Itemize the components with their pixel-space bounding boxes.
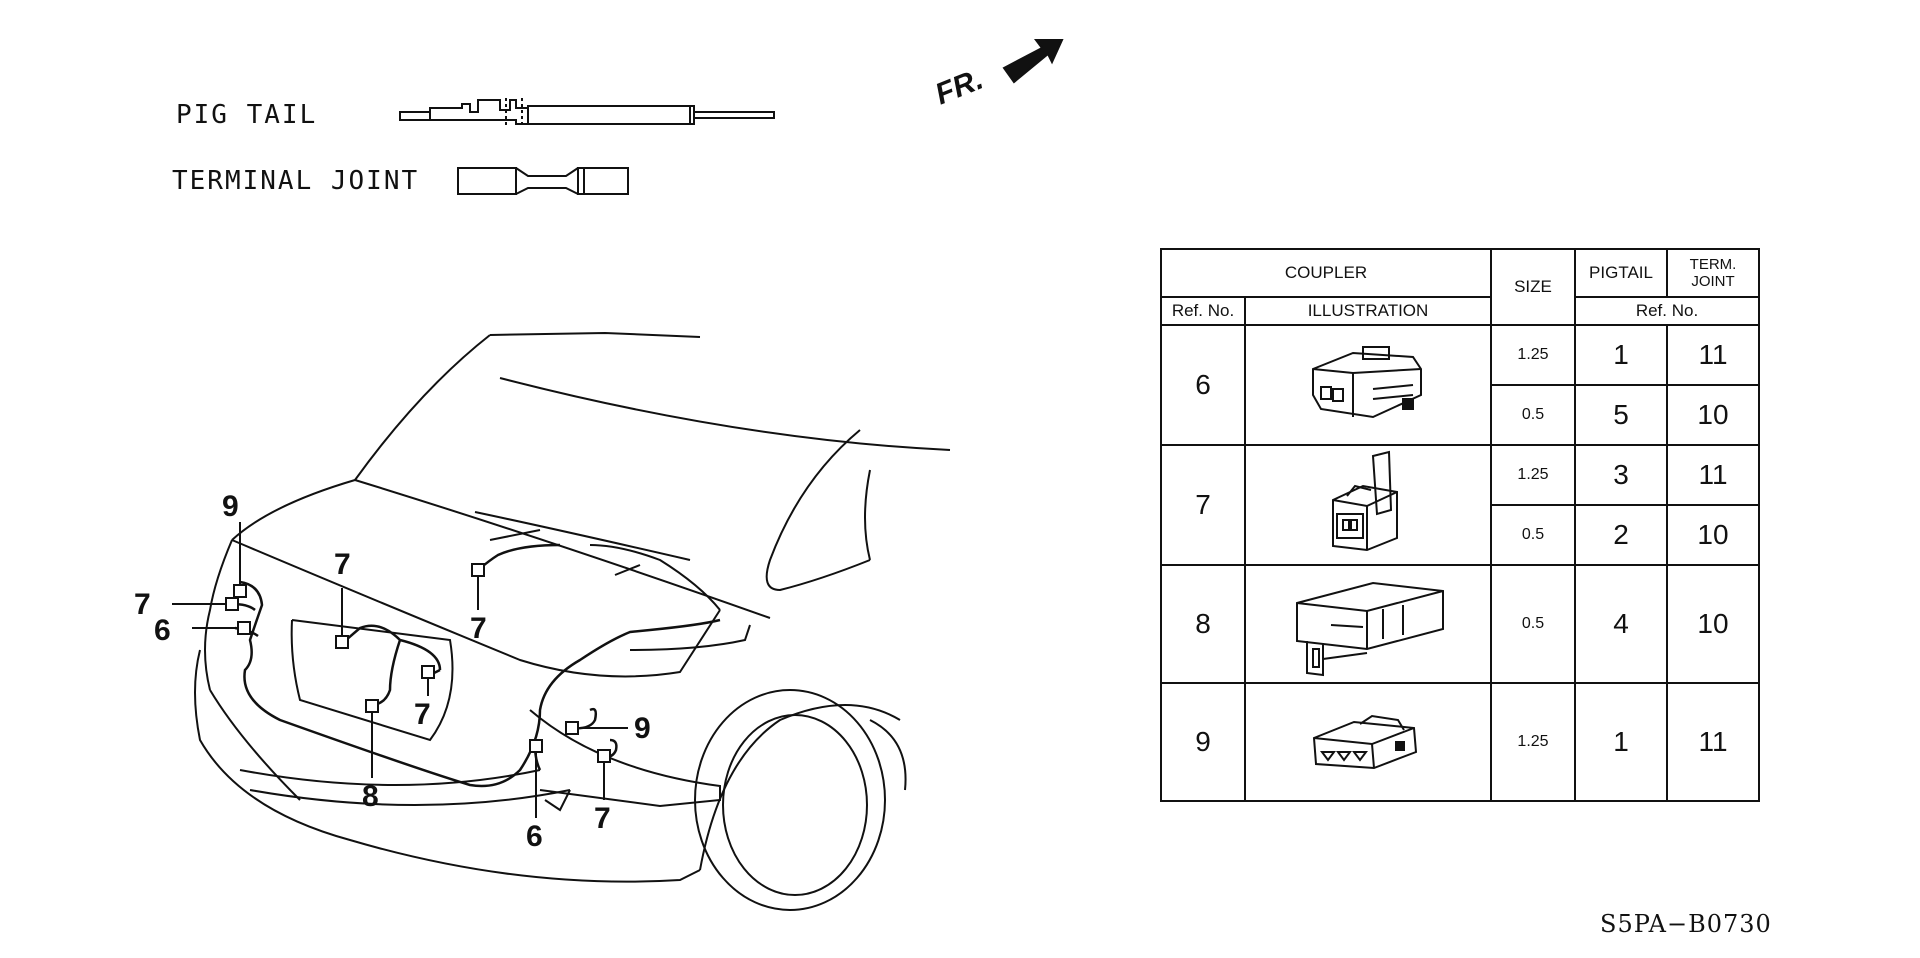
pig-tail-label: PIG TAIL — [176, 100, 318, 130]
callout-7-plate-right: 7 — [414, 698, 431, 731]
ref-cell: 6 — [1160, 324, 1246, 446]
callout-7-left: 7 — [134, 588, 151, 621]
pigtail-cell: 1 — [1574, 324, 1668, 386]
term-joint-cell: 10 — [1666, 384, 1760, 446]
coupler-illustration-9 — [1244, 682, 1492, 802]
header-size: SIZE — [1490, 248, 1576, 326]
term-joint-cell: 11 — [1666, 324, 1760, 386]
term-joint-cell: 11 — [1666, 682, 1760, 802]
table-row: 7 1.25 3 11 — [1160, 444, 1760, 566]
callout-6-right: 6 — [526, 820, 543, 853]
size-cell: 1.25 — [1490, 682, 1576, 802]
term-joint-cell: 10 — [1666, 564, 1760, 684]
header-coupler: COUPLER — [1160, 248, 1492, 298]
callout-6-left: 6 — [154, 614, 171, 647]
coupler-illustration-6 — [1244, 324, 1492, 446]
ref-cell: 7 — [1160, 444, 1246, 566]
callout-7-plate-left: 7 — [334, 548, 351, 581]
pigtail-cell: 3 — [1574, 444, 1668, 506]
connector-boxes — [225, 563, 611, 763]
pig-tail-symbol — [399, 98, 775, 128]
front-direction-label: FR. — [931, 63, 988, 112]
size-cell: 1.25 — [1490, 444, 1576, 506]
pigtail-cell: 2 — [1574, 504, 1668, 566]
coupler-6-icon — [1312, 346, 1422, 419]
terminal-joint-symbol — [457, 167, 629, 195]
header-term-joint: TERM. JOINT — [1666, 248, 1760, 298]
car-outline — [194, 331, 951, 911]
table-row: 6 1.25 1 11 — [1160, 324, 1760, 446]
callout-7-trunk: 7 — [470, 612, 487, 645]
size-cell: 0.5 — [1490, 504, 1576, 566]
part-code: S5PA−B0730 — [1600, 910, 1772, 938]
header-illustration: ILLUSTRATION — [1244, 296, 1492, 326]
table-row: 0.5 2 10 — [1161, 504, 1760, 566]
coupler-illustration-7 — [1244, 444, 1492, 566]
coupler-9-icon — [1312, 714, 1418, 770]
callout-9-right: 9 — [634, 712, 651, 745]
size-cell: 0.5 — [1490, 384, 1576, 446]
ref-cell: 9 — [1160, 682, 1246, 802]
callout-9-left: 9 — [222, 490, 239, 523]
header-ref-no-right: Ref. No. — [1574, 296, 1760, 326]
callout-7-right: 7 — [594, 802, 611, 835]
ref-cell: 8 — [1160, 564, 1246, 684]
size-cell: 1.25 — [1490, 324, 1576, 386]
table-row: 8 0.5 4 10 — [1160, 564, 1760, 684]
harness-wiring — [231, 543, 721, 788]
header-ref-no: Ref. No. — [1160, 296, 1246, 326]
table-row: 9 1.25 1 11 — [1160, 682, 1760, 802]
coupler-7-icon — [1332, 450, 1398, 552]
header-pigtail: PIGTAIL — [1574, 248, 1668, 298]
pigtail-cell: 5 — [1574, 384, 1668, 446]
pigtail-cell: 4 — [1574, 564, 1668, 684]
size-cell: 0.5 — [1490, 564, 1576, 684]
pigtail-cell: 1 — [1574, 682, 1668, 802]
leader-lines — [172, 522, 628, 818]
callout-8: 8 — [362, 780, 379, 813]
terminal-joint-label: TERMINAL JOINT — [172, 166, 420, 196]
front-direction-arrow — [1002, 39, 1064, 84]
term-joint-cell: 10 — [1666, 504, 1760, 566]
coupler-8-icon — [1296, 581, 1444, 677]
table-row: 0.5 5 10 — [1161, 384, 1760, 446]
coupler-reference-table: COUPLER SIZE PIGTAIL TERM. JOINT Ref. No… — [1160, 248, 1760, 802]
coupler-illustration-8 — [1244, 564, 1492, 684]
term-joint-cell: 11 — [1666, 444, 1760, 506]
